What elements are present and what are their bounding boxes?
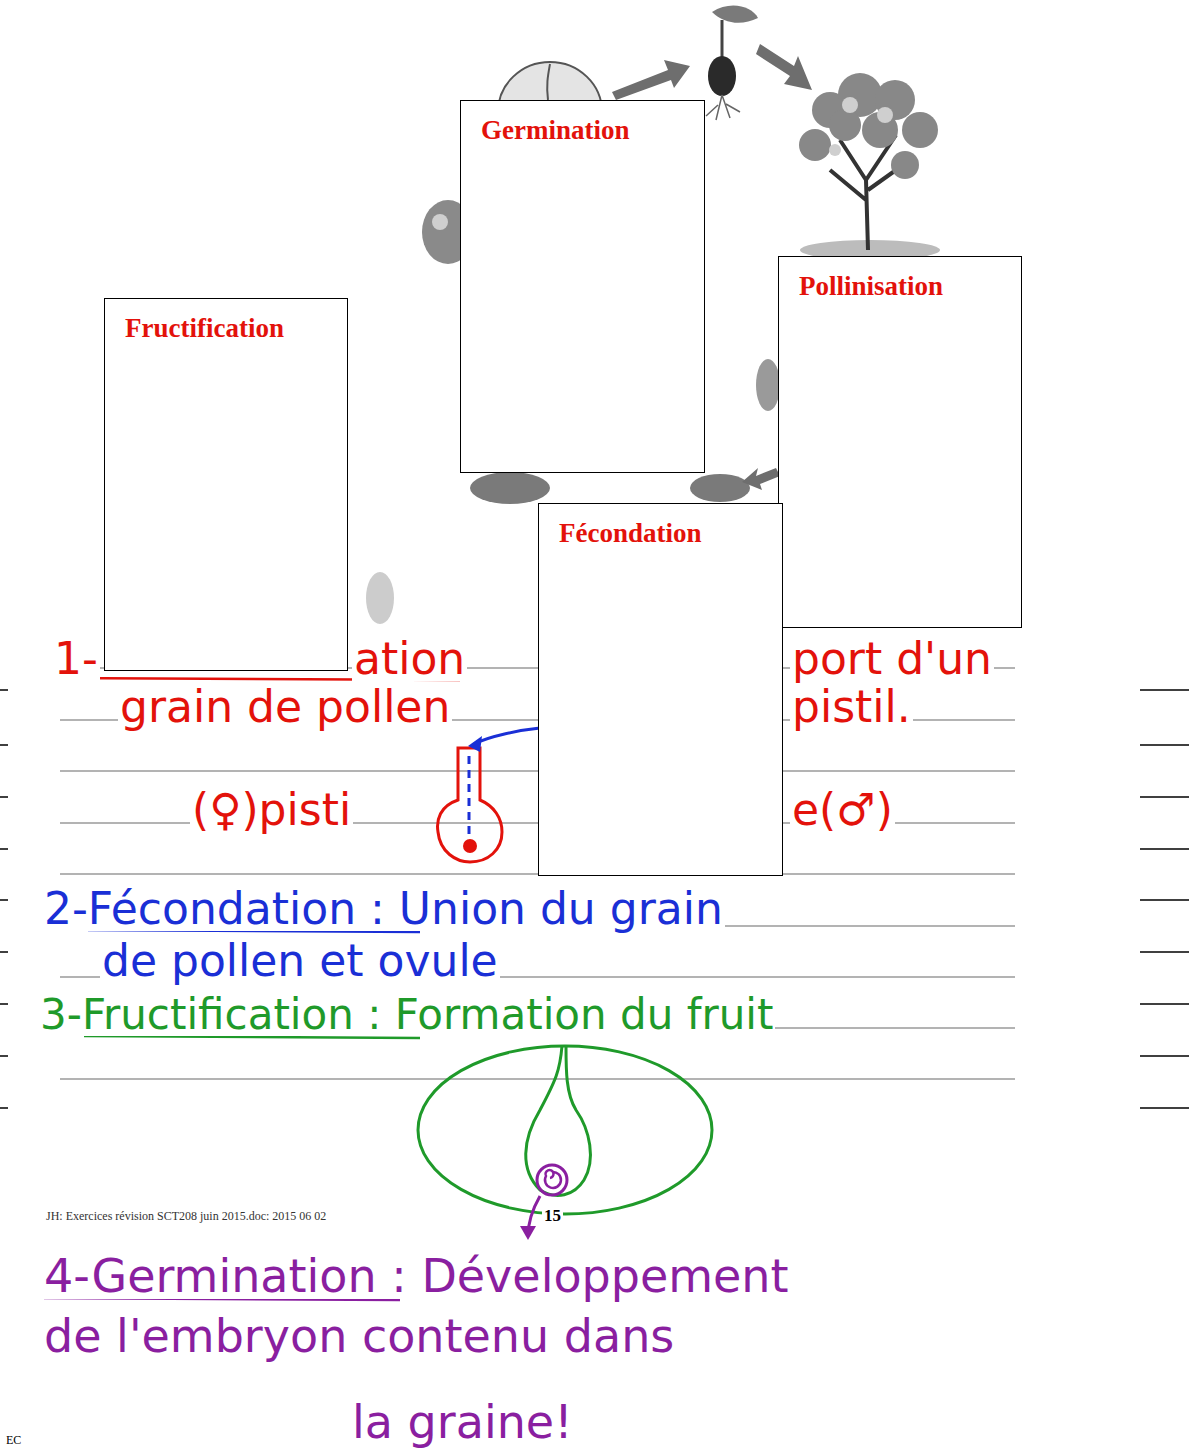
cycle-arrow [612, 60, 690, 100]
stage-box: Germination [460, 100, 705, 473]
handwritten-note: (♀)pisti [190, 788, 353, 832]
pistil-drawing [438, 728, 540, 862]
handwritten-note: e(♂) [790, 788, 895, 832]
handwritten-definition: la graine! [350, 1399, 575, 1445]
handwritten-definition: de pollen et ovule [100, 939, 500, 983]
footer-text: EC [4, 1434, 23, 1446]
tree-picture [799, 73, 940, 260]
handwritten-definition: 4-Germination : Développement [42, 1253, 791, 1299]
handwritten-note: pistil. [790, 685, 913, 729]
stage-title: Fécondation [539, 504, 782, 549]
handwritten-definition: 3-Fructification : Formation du fruit [38, 994, 775, 1036]
handwritten-definition: de l'embryon contenu dans [42, 1313, 676, 1359]
stage-title: Pollinisation [779, 257, 1021, 302]
underline [84, 1036, 420, 1038]
stage-box: Pollinisation [778, 256, 1022, 628]
handwritten-definition: 2-Fécondation : Union du grain [42, 887, 725, 931]
stage-box: Fécondation [538, 503, 783, 876]
handwritten-note: grain de pollen [118, 685, 452, 729]
handwritten-note: ation [352, 637, 467, 681]
cycle-arrow [742, 468, 780, 490]
cycle-arrow [756, 44, 812, 90]
handwritten-note: 1- [52, 637, 100, 681]
footer-text: JH: Exercices révision SCT208 juin 2015.… [44, 1210, 328, 1222]
fruit-drawing [418, 1046, 712, 1240]
seedling-picture [706, 5, 758, 120]
stage-box: Fructification [104, 298, 348, 671]
handwritten-note: port d'un [790, 637, 994, 681]
stage-title: Germination [461, 101, 704, 146]
page-number: 15 [542, 1207, 563, 1224]
stage-title: Fructification [105, 299, 347, 344]
